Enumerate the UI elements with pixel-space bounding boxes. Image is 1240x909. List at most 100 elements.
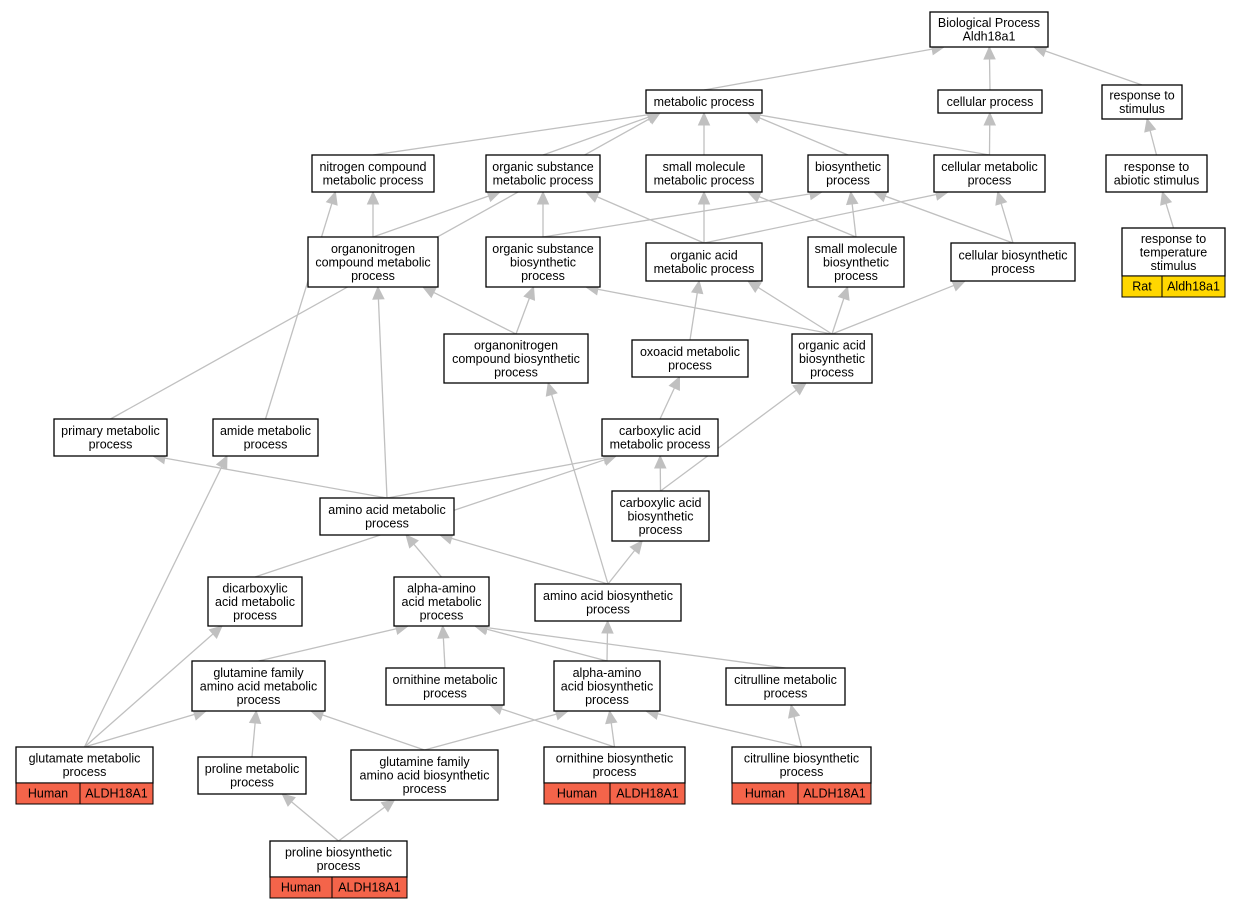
edge-line: [442, 637, 446, 669]
edge-line: [542, 116, 649, 156]
edge-organic-acid-met-to-small-molecule-met: [697, 190, 711, 243]
edge-line: [501, 708, 615, 748]
node-label-line: acid biosynthetic: [561, 679, 653, 693]
node-box: [807, 154, 889, 193]
node-label-line: metabolic process: [654, 262, 755, 276]
arrowhead: [788, 703, 801, 719]
species-label: Human: [557, 787, 597, 801]
edge-line: [486, 626, 786, 669]
node-label-line: organic acid: [798, 338, 865, 352]
edge-organic-substance-bio-to-biosynthetic: [542, 187, 824, 238]
edge-organic-acid-bio-to-organic-substance-bio: [584, 283, 833, 335]
node-label-line: carboxylic acid: [620, 496, 702, 510]
edge-line: [831, 284, 955, 335]
node-label-line: amino acid biosynthetic: [543, 589, 673, 603]
node-label-line: organic acid: [670, 249, 737, 263]
node-label-line: process: [639, 523, 683, 537]
node-label-line: process: [351, 269, 395, 283]
node-box: [791, 333, 873, 384]
edge-small-molecule-met-to-metabolic: [697, 111, 711, 155]
edge-line: [851, 203, 857, 238]
arrowhead: [215, 454, 228, 470]
edge-line: [542, 193, 811, 238]
node-label-line: amino acid biosynthetic: [360, 768, 490, 782]
edge-amino-acid-bio-to-amino-acid-met: [438, 532, 609, 585]
node-label-line: process: [317, 859, 361, 873]
edge-line: [372, 114, 649, 156]
arrowhead: [746, 280, 762, 293]
edge-proline-bio-to-glutamine-family-bio: [338, 799, 396, 842]
edge-organic-acid-met-to-cellular-metabolic: [703, 188, 950, 244]
arrowhead: [983, 111, 997, 126]
edge-proline-met-to-glutamine-family-met: [248, 709, 262, 758]
node-box: [534, 583, 682, 622]
node-label-line: temperature: [1140, 245, 1207, 259]
node-box: [350, 749, 499, 801]
node-label-line: process: [585, 693, 629, 707]
node-box: [1121, 227, 1226, 277]
edge-organonitrogen-bio-to-organic-substance-bio: [515, 285, 536, 335]
node-label-line: process: [826, 174, 870, 188]
node-cellular[interactable]: cellular process: [937, 89, 1043, 114]
arrowhead: [372, 285, 385, 300]
node-box: [929, 11, 1049, 48]
arrowhead: [792, 382, 807, 396]
edge-citrulline-bio-to-alpha-amino-bio: [644, 707, 802, 748]
node-label-line: process: [968, 174, 1012, 188]
node-label-line: process: [668, 359, 712, 373]
edge-glutamate-met-to-amide-met: [83, 454, 228, 748]
node-label-line: amino acid metabolic: [200, 679, 317, 693]
edge-line: [515, 298, 530, 335]
node-label-line: primary metabolic: [61, 424, 160, 438]
node-label-line: stimulus: [1151, 259, 1197, 273]
edge-amino-acid-bio-to-carboxylic-bio: [607, 540, 643, 585]
node-box: [950, 242, 1076, 282]
node-label-line: carboxylic acid: [619, 424, 701, 438]
arrowhead: [654, 454, 667, 469]
edge-line: [84, 713, 195, 748]
node-label-line: proline biosynthetic: [285, 846, 392, 860]
edge-carboxylic-met-to-oxoacid-met: [659, 375, 681, 420]
node-label-line: proline metabolic: [205, 762, 300, 776]
node-metabolic[interactable]: metabolic process: [645, 89, 763, 114]
node-box: [385, 667, 505, 706]
arrowhead: [545, 381, 558, 397]
edge-organonitrogen-met-to-organic-substance-met: [372, 190, 502, 238]
